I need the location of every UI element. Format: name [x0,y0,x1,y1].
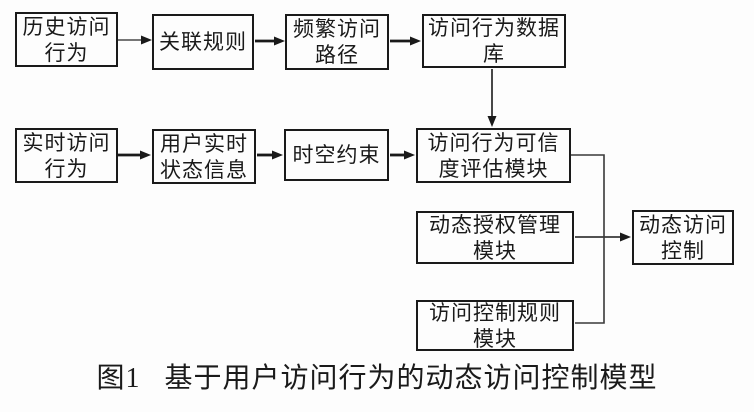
node-label: 状态信息 [160,157,248,182]
figure-caption: 图1 基于用户访问行为的动态访问控制模型 [0,360,754,398]
node-label: 库 [483,42,505,66]
node-trust-evaluation-module: 访问行为可信 度评估模块 [416,128,571,183]
node-label: 行为 [44,40,89,65]
node-label: 模块 [473,238,517,263]
node-user-realtime-state-info: 用户实时 状态信息 [152,129,256,184]
node-spacetime-constraint: 时空约束 [284,129,389,181]
node-label: 访问行为可信 [427,130,560,155]
node-label: 动态授权管理 [429,212,561,237]
node-label: 频繁访问 [293,17,381,41]
node-label: 行为 [44,156,89,181]
node-label: 时空约束 [292,143,381,167]
node-label: 动态访问 [639,212,727,237]
node-history-access-behavior: 历史访问 行为 [15,12,118,67]
figure-caption-title: 基于用户访问行为的动态访问控制模型 [164,363,658,394]
node-label: 路径 [315,43,359,67]
figure-caption-number: 图1 [96,363,141,394]
node-label: 控制 [661,238,705,263]
node-label: 访问行为数据 [428,16,560,40]
node-access-control-rules-module: 访问控制规则 模块 [416,300,574,351]
node-label: 模块 [473,326,517,351]
node-dynamic-authorization-module: 动态授权管理 模块 [416,211,574,264]
node-label: 用户实时 [160,131,248,156]
node-frequent-access-path: 频繁访问 路径 [285,14,389,70]
node-label: 历史访问 [22,14,111,39]
node-label: 关联规则 [159,30,247,54]
node-dynamic-access-control: 动态访问 控制 [632,210,734,265]
node-association-rules: 关联规则 [152,14,254,70]
node-label: 度评估模块 [438,156,549,181]
node-realtime-access-behavior: 实时访问 行为 [15,128,118,183]
bus-line-trust-and-rules [571,154,605,324]
node-label: 实时访问 [22,130,111,155]
node-access-behavior-database: 访问行为数据 库 [422,14,566,68]
node-label: 访问控制规则 [429,300,561,325]
